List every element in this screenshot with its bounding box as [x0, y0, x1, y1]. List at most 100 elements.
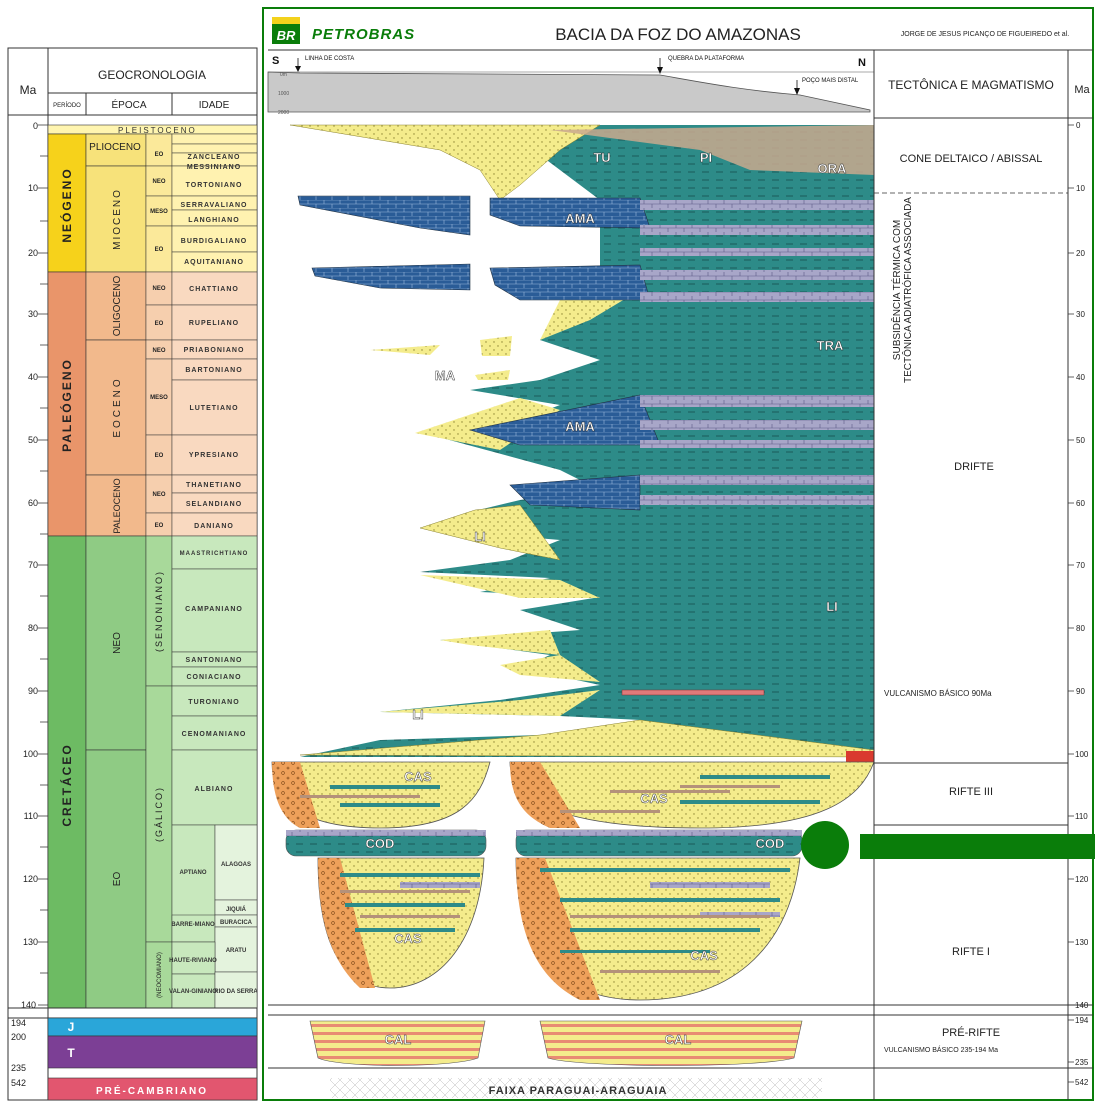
bathymetric-profile: S N LINHA DE COSTA QUEBRA DA PLATAFORMA … [268, 52, 874, 116]
age-label: CONIACIANO [186, 674, 241, 681]
tick-label: 10 [28, 183, 38, 193]
north-label: N [858, 57, 866, 69]
depth-tick: 0m [280, 72, 287, 78]
formation-label: CAS [404, 769, 432, 784]
depth-tick: 2000 [278, 110, 289, 116]
formation-label: CAS [640, 791, 668, 806]
epoch-cretaceous-neo: NEO [112, 632, 123, 654]
age-label: TURONIANO [188, 699, 239, 706]
tick-label: 130 [23, 937, 38, 947]
age-label: RUPELIANO [189, 320, 239, 327]
tick-label: 50 [28, 435, 38, 445]
geo-ma-label: Ma [20, 83, 37, 97]
epoch-oligoceno: OLIGOCENO [112, 276, 123, 337]
age-label: AQUITANIANO [184, 259, 244, 266]
formation-label: CAL [665, 1032, 692, 1047]
age-label: ARATU [226, 948, 247, 954]
geo-heading: GEOCRONOLOGIA [98, 68, 206, 82]
volcanism-90-label: VULCANISMO BÁSICO 90Ma [884, 689, 992, 698]
subepoch: EO [155, 321, 164, 327]
age-label: APTIANO [180, 870, 207, 876]
age-label: YPRESIANO [189, 452, 239, 459]
right-tick-label: 20 [1076, 249, 1085, 258]
rifte3-label: RIFTE III [949, 786, 993, 798]
tick-label: 235 [11, 1063, 26, 1073]
subepoch: NEO [152, 179, 165, 185]
period-neogene: NEÓGENO [59, 167, 74, 242]
epoch-galico: (GÁLICO) [154, 786, 164, 842]
subsidence-line1: SUBSIDÊNCIA TÉRMICA COM [890, 220, 903, 360]
geochronology-table: GEOCRONOLOGIA Ma PERÍODO ÉPOCA IDADE 0 1… [8, 48, 258, 1100]
subepoch: EO [155, 453, 164, 459]
age-label: BURACICA [220, 920, 253, 926]
age-label: MESSINIANO [187, 164, 241, 171]
age-label: MAASTRICHTIANO [180, 551, 249, 557]
age-label: SANTONIANO [186, 657, 243, 664]
epoch-cretaceous-eo: EO [112, 872, 123, 887]
tectonics-ma-label: Ma [1074, 84, 1090, 96]
formation-label: TRA [817, 338, 844, 353]
epoch-senoniano: (SENONIANO) [154, 570, 164, 652]
subepoch: EO [155, 152, 164, 158]
cone-label: CONE DELTAICO / ABISSAL [900, 153, 1043, 165]
south-label: S [272, 55, 279, 67]
distal-well-label: POÇO MAIS DISTAL [802, 78, 859, 84]
right-tick-label: 90 [1076, 687, 1085, 696]
age-label: ALBIANO [195, 786, 234, 793]
formation-label: COD [366, 836, 395, 851]
age-label: DANIANO [194, 523, 234, 530]
right-tick-label: 235 [1075, 1058, 1089, 1067]
pre-rifte-label: PRÉ-RIFTE [942, 1026, 1000, 1039]
volcanic-sill [622, 690, 764, 695]
formation-label: LI [826, 599, 838, 614]
marker-bar[interactable] [860, 834, 1095, 859]
right-tick-label: 70 [1076, 561, 1085, 570]
right-tick-label: 10 [1076, 184, 1085, 193]
age-label: THANETIANO [186, 482, 242, 489]
basement-label: FAIXA PARAGUAI-ARAGUAIA [489, 1085, 668, 1097]
tick-label: 0 [33, 121, 38, 131]
col-idade: IDADE [199, 100, 230, 111]
age-label: CHATTIANO [189, 286, 239, 293]
tick-label: 110 [24, 811, 38, 821]
col-epoca: ÉPOCA [111, 98, 146, 111]
age-label: BURDIGALIANO [181, 238, 247, 245]
formation-label: AMA [565, 419, 595, 434]
subepoch: EO [155, 523, 164, 529]
tick-label: 100 [23, 749, 38, 759]
logo-badge-text: BR [277, 28, 296, 43]
age-label: CAMPANIANO [185, 606, 243, 613]
right-tick-label: 80 [1076, 624, 1085, 633]
period-precambrian: PRÉ-CAMBRIANO [96, 1084, 208, 1097]
tick-label: 200 [11, 1032, 26, 1042]
formation-label: TU [593, 150, 610, 165]
tick-label: 542 [11, 1078, 26, 1088]
rifte1-label: RIFTE I [952, 946, 990, 958]
depth-tick: 1000 [278, 91, 289, 97]
volcanism-235-label: VULCANISMO BÁSICO 235-194 Ma [884, 1045, 998, 1054]
right-tick-label: 120 [1075, 875, 1089, 884]
age-label: CENOMANIANO [182, 731, 247, 738]
right-tick-label: 50 [1076, 436, 1085, 445]
marker-dot[interactable] [801, 821, 849, 869]
subepoch: NEO [152, 492, 165, 498]
tick-label: 40 [28, 372, 38, 382]
right-tick-label: 542 [1075, 1078, 1089, 1087]
period-cretaceous: CRETÁCEO [59, 743, 74, 826]
subepoch: NEO [152, 286, 165, 292]
formation-label: AMA [565, 211, 595, 226]
tick-label: 80 [28, 623, 38, 633]
tick-label: 194 [11, 1018, 26, 1028]
right-tick-label: 110 [1075, 812, 1088, 821]
pleistoceno-label: PLEISTOCENO [118, 126, 197, 135]
age-label: SELANDIANO [186, 501, 242, 508]
subepoch: NEO [152, 348, 165, 354]
period-triassic: T [67, 1046, 75, 1060]
formation-label: LI [474, 529, 486, 544]
age-label: ZANCLEANO [188, 154, 241, 161]
epoch-mioceno: MIOCENO [112, 188, 123, 250]
formation-label: MA [435, 368, 456, 383]
age-label: ALAGOAS [221, 862, 251, 868]
formation-label: CAS [394, 931, 422, 946]
subepoch: EO [155, 247, 164, 253]
